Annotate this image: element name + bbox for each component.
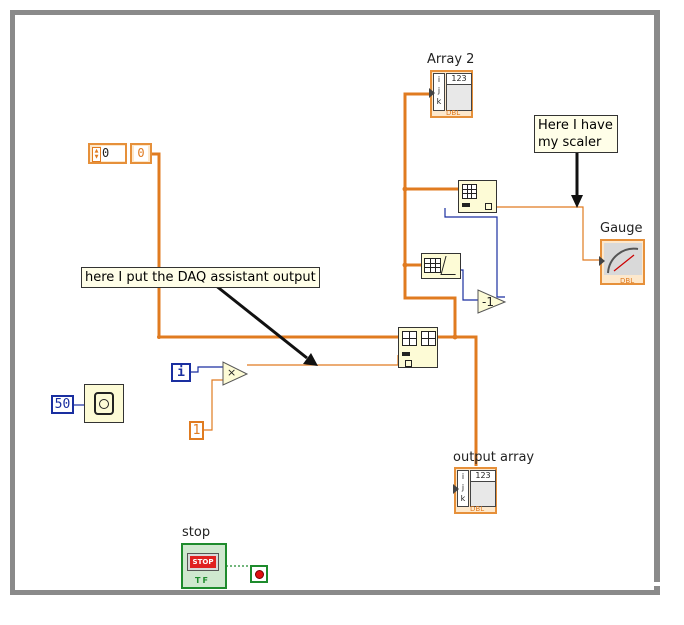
scaler-comment-line2: my scaler: [538, 135, 602, 150]
output-array-index-k: k: [460, 494, 466, 503]
numeric-indicator-value: 0: [134, 146, 148, 161]
wire-array2-main: [403, 92, 457, 337]
arrow-scaler-head: [571, 195, 583, 208]
gauge-dial-icon: [604, 243, 642, 275]
decrement-node-symbol: -1: [482, 295, 494, 309]
while-loop-frame[interactable]: [10, 10, 660, 595]
stop-label: stop: [182, 525, 211, 540]
array2-indicator[interactable]: i j k 123 DBL: [429, 70, 473, 118]
array2-index-j: j: [437, 86, 441, 95]
output-array-value-label: 123: [471, 471, 495, 482]
stop-button-face[interactable]: STOP: [187, 553, 219, 571]
array2-value-label: 123: [447, 74, 471, 85]
replace-array-grid-icon-2: [421, 331, 436, 346]
multiply-node-shape: [222, 361, 249, 386]
array2-index-k: k: [436, 97, 442, 106]
output-array-indicator[interactable]: i j k 123 DBL: [453, 467, 497, 514]
gauge-terminal-arrow-icon: [599, 256, 605, 266]
wire-index-top: [444, 208, 505, 298]
wristwatch-icon: [94, 392, 114, 415]
array2-terminal-arrow-icon: [429, 88, 435, 98]
wire-iteration-to-multiply: [191, 366, 224, 373]
wire-to-output-array: [438, 335, 478, 466]
numeric-control-value[interactable]: 0: [101, 146, 125, 161]
arrow-daq-head: [303, 353, 318, 366]
output-array-terminal-arrow-icon: [453, 484, 459, 494]
array-subset-grid-icon: [424, 258, 441, 273]
replace-array-grid-icon-1: [402, 331, 417, 346]
numeric-control[interactable]: ▲▼ 0: [88, 143, 127, 164]
wire-scaler-to-gauge: [497, 206, 601, 261]
replace-array-subset-node[interactable]: [398, 327, 438, 368]
multiply-symbol: ×: [227, 366, 237, 379]
wire-control-to-build: [152, 152, 398, 339]
increment-decrement-arrows-icon[interactable]: ▲▼: [92, 147, 101, 162]
replace-index-terminal-icon: [402, 352, 410, 356]
stop-condition-icon: [255, 570, 264, 579]
wire-junction-4: [157, 335, 161, 339]
output-array-index-i: i: [461, 472, 465, 481]
array-grid-icon: [462, 184, 477, 199]
replace-element-terminal-icon: [405, 360, 412, 367]
element-out-terminal-icon: [485, 203, 492, 210]
loop-resize-handle[interactable]: [654, 582, 660, 586]
gauge-indicator[interactable]: DBL: [599, 239, 645, 285]
output-array-label: output array: [453, 450, 535, 465]
array2-dbl-tag: DBL: [446, 109, 461, 117]
scaler-comment[interactable]: Here I have my scaler: [534, 115, 618, 153]
multiply-constant[interactable]: 1: [189, 421, 204, 440]
index-array-node-top[interactable]: [458, 180, 497, 213]
timing-constant[interactable]: 50: [51, 395, 74, 414]
stop-tf-tag: TF: [195, 576, 210, 585]
loop-condition-terminal[interactable]: [250, 565, 268, 583]
stop-button-text: STOP: [190, 556, 216, 568]
wire-multiply-out: [247, 355, 399, 366]
output-array-dbl-tag: DBL: [470, 505, 485, 513]
array2-value-box: 123: [446, 73, 472, 111]
output-array-index-j: j: [461, 483, 465, 492]
wait-ms-node[interactable]: [84, 384, 124, 423]
wire-junction-2: [402, 262, 408, 268]
index-terminal-icon: [462, 203, 470, 207]
wire-junction-1: [402, 186, 408, 192]
array-subset-arrow-icon: [440, 256, 461, 275]
output-array-value-box: 123: [470, 470, 496, 507]
wire-junction-3: [452, 334, 458, 340]
wire-constant1-to-multiply: [204, 379, 224, 431]
daq-comment[interactable]: here I put the DAQ assistant output: [81, 267, 320, 288]
decrement-node-shape: [477, 289, 507, 314]
iteration-terminal: i: [171, 363, 191, 382]
numeric-indicator: 0: [130, 143, 152, 164]
scaler-comment-line1: Here I have: [538, 118, 613, 133]
array-subset-node[interactable]: [421, 253, 461, 279]
arrow-daq-shaft: [214, 283, 308, 360]
gauge-dbl-tag: DBL: [620, 277, 635, 285]
gauge-label: Gauge: [600, 221, 643, 236]
array2-label: Array 2: [427, 52, 475, 67]
stop-button-terminal[interactable]: STOP TF: [181, 543, 227, 589]
array2-index-i: i: [437, 75, 441, 84]
